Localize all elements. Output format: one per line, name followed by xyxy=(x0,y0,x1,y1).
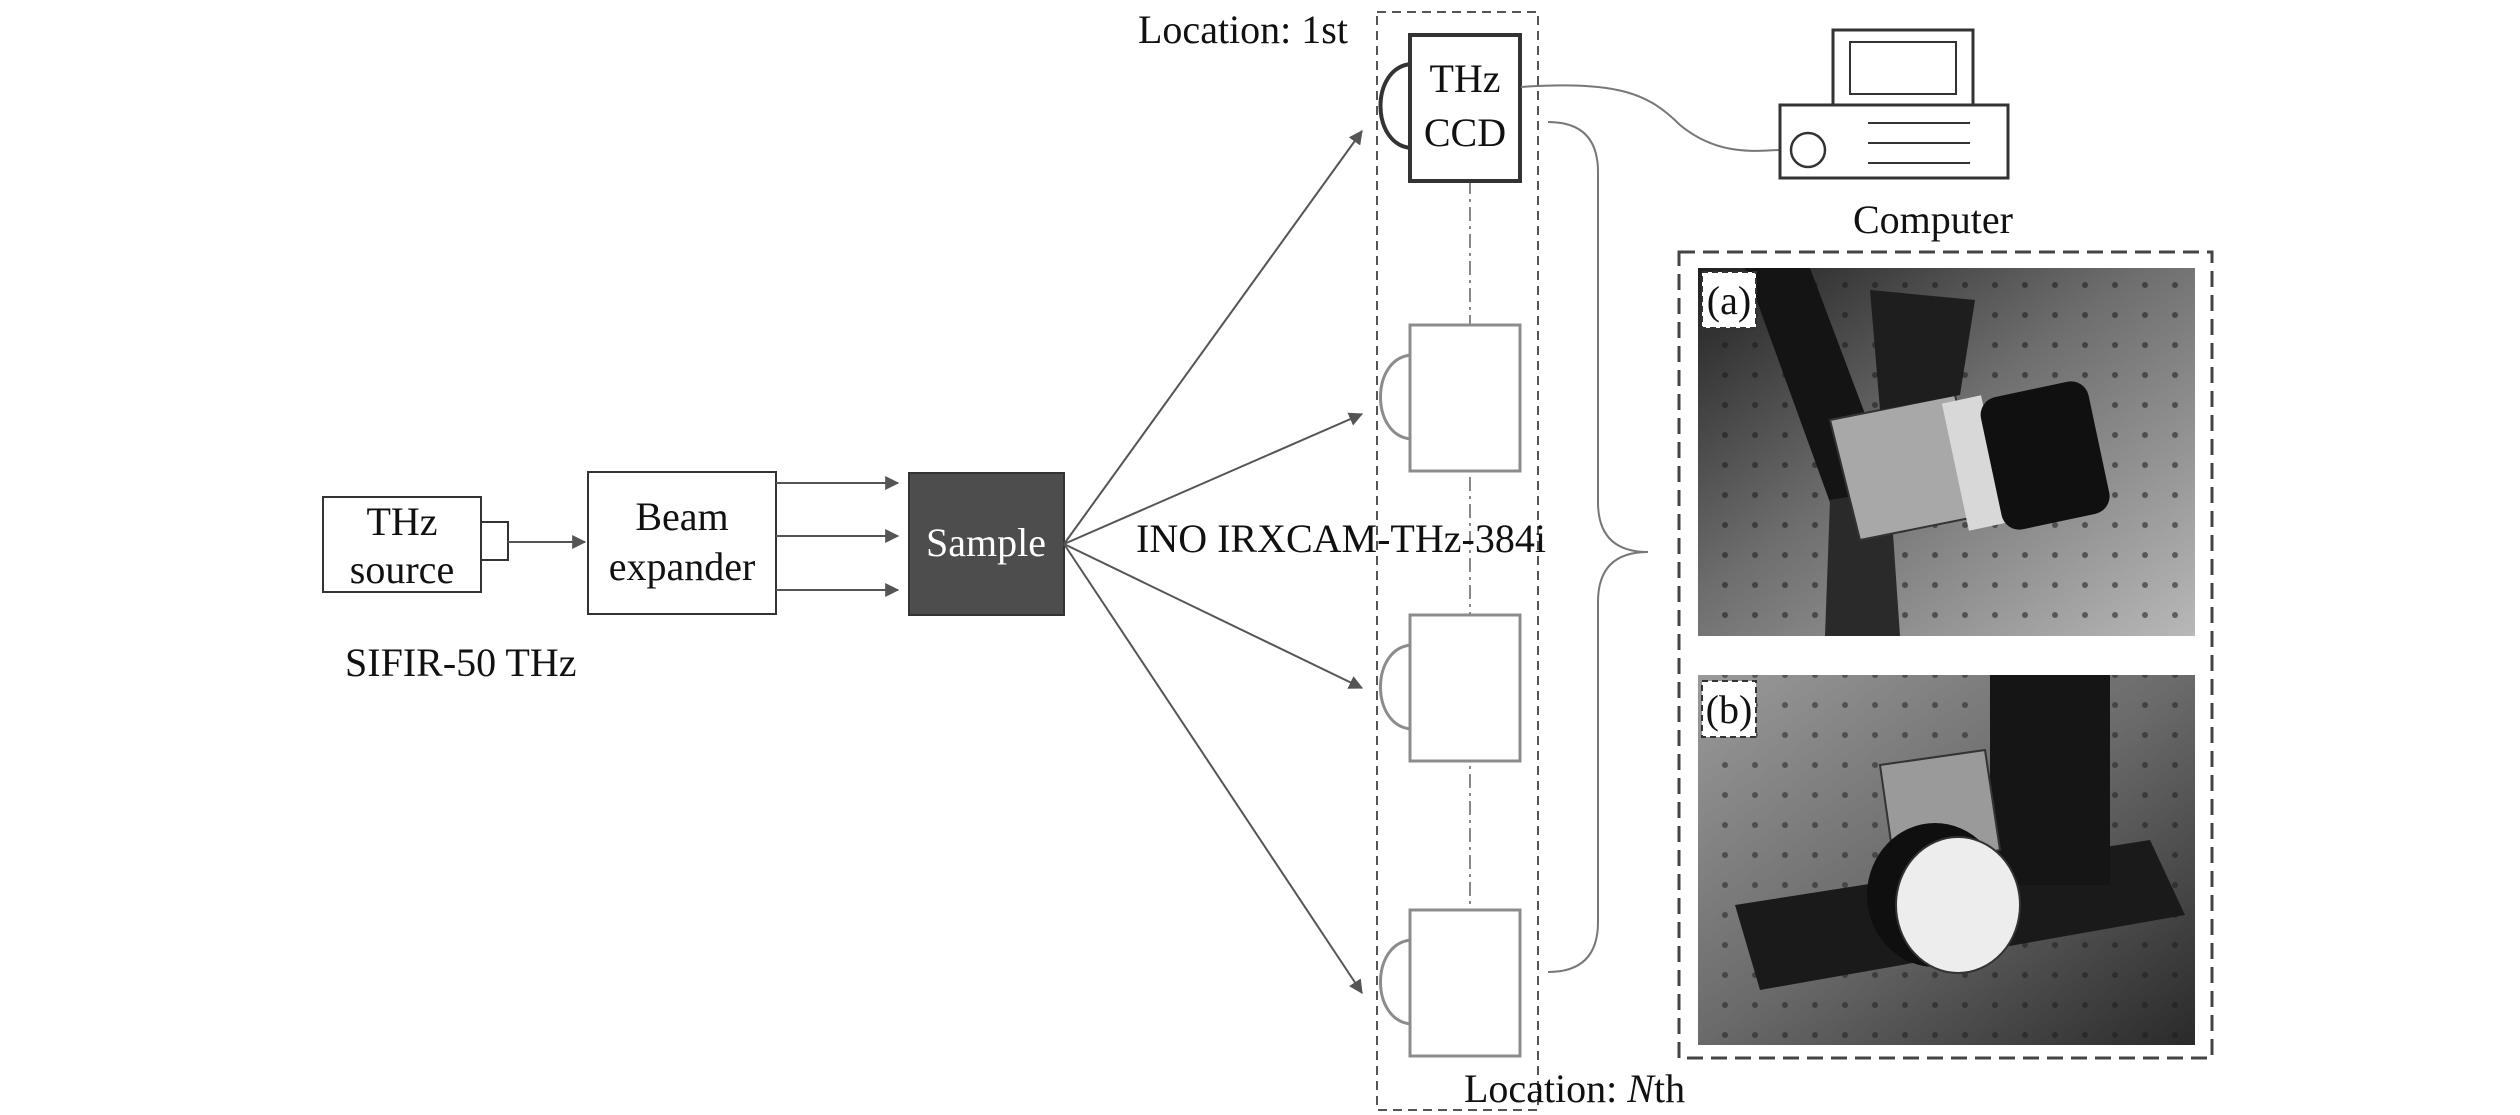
thz-ccd-label-line1: THz xyxy=(1429,56,1500,101)
ccd-body-n xyxy=(1408,908,1522,1058)
photo-b: (b) xyxy=(1698,675,2195,1045)
location-last-prefix: Location: xyxy=(1464,1066,1627,1111)
ccd-location-n xyxy=(1379,908,1522,1058)
camera-positions-brace xyxy=(1547,121,1649,973)
beam-expander-label-line2: expander xyxy=(609,544,756,589)
photo-a-lens xyxy=(1980,381,2110,530)
location-last-n: N xyxy=(1626,1066,1656,1111)
ccd-body-2 xyxy=(1408,323,1522,473)
photo-a-label: (a) xyxy=(1707,278,1751,323)
ccd-lens-2 xyxy=(1379,353,1413,441)
photo-b-tag-box xyxy=(1701,680,1757,738)
photo-panel-frame xyxy=(1677,250,2214,1060)
thz-source: THz source SIFIR-50 THz xyxy=(322,496,576,685)
ccd-location-2 xyxy=(1379,323,1522,473)
ccd-body-3 xyxy=(1408,613,1522,763)
location-first-label: Location: 1st xyxy=(1138,7,1348,52)
computer-drive xyxy=(1789,131,1827,169)
ccd-lens-n xyxy=(1379,938,1413,1026)
ccd-body-1 xyxy=(1408,33,1522,183)
computer-icon: Computer xyxy=(1778,28,2013,242)
beam-expander: Beam expander xyxy=(587,471,777,615)
arrow-sample-to-location-1 xyxy=(1063,130,1363,545)
photo-b-mount-post xyxy=(1990,675,2110,885)
photo-a-tag-box xyxy=(1701,271,1757,329)
arrow-sample-to-location-n xyxy=(1063,543,1363,994)
thz-source-model: SIFIR-50 THz xyxy=(345,640,576,685)
thz-ccd-label-line2: CCD xyxy=(1424,110,1506,155)
photo-a-stage-block xyxy=(1870,290,1975,410)
thz-source-label-line2: source xyxy=(350,547,454,592)
beam-expander-box xyxy=(587,471,777,615)
photo-b-lens-front xyxy=(1895,836,2021,974)
sample-label: Sample xyxy=(926,520,1046,565)
computer-label: Computer xyxy=(1853,197,2013,242)
camera-model-label: INO IRXCAM-THz-384i xyxy=(1136,516,1546,561)
sample: Sample xyxy=(908,472,1065,616)
arrow-sample-to-location-2 xyxy=(1063,412,1364,545)
thz-source-port xyxy=(480,521,509,561)
sample-box xyxy=(908,472,1065,616)
ccd-computer-cable xyxy=(1520,84,1781,152)
photo-b-label: (b) xyxy=(1706,687,1753,732)
ccd-lens-1 xyxy=(1378,62,1413,150)
thz-ccd-location-1: THz CCD xyxy=(1378,33,1522,183)
location-last-suffix: th xyxy=(1654,1066,1685,1111)
computer-monitor-screen xyxy=(1849,41,1957,95)
arrow-sample-to-location-3 xyxy=(1063,543,1364,689)
thz-source-label-line1: THz xyxy=(366,499,437,544)
location-last-label: Location: Nth xyxy=(1464,1066,1685,1111)
ccd-location-3 xyxy=(1379,613,1522,763)
photo-a-lens-ring xyxy=(1941,395,2009,531)
beam-expander-label-line1: Beam xyxy=(635,494,728,539)
photo-a: (a) xyxy=(1698,268,2195,636)
camera-track-frame xyxy=(1376,11,1539,1111)
thz-source-box xyxy=(322,496,482,593)
ccd-lens-3 xyxy=(1379,643,1413,731)
